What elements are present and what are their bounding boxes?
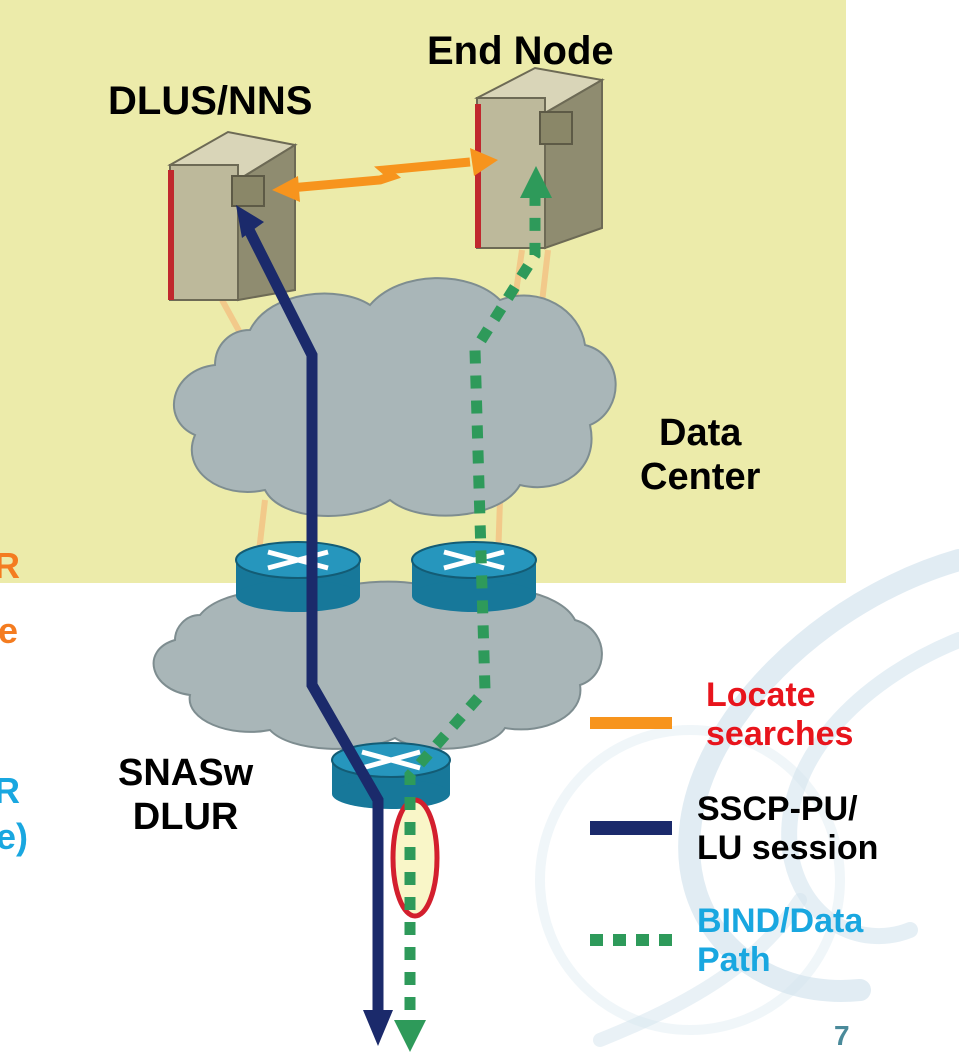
legend-sscp-label: SSCP-PU/ LU session [697, 790, 878, 868]
legend-bind-line1: BIND/Data [697, 902, 864, 940]
dlus-server-icon [167, 130, 298, 302]
legend-sscp-line1: SSCP-PU/ [697, 790, 858, 828]
dlus-nns-label: DLUS/NNS [108, 79, 313, 123]
datacenter-cloud-icon [172, 277, 617, 517]
legend-locate-label: Locate searches [706, 676, 853, 754]
bind-data-path [394, 166, 552, 1052]
left-edge-orange-text-2: e [0, 610, 19, 651]
end-node-label: End Node [427, 29, 614, 73]
sscp-session-path [236, 205, 393, 1046]
left-edge-blue-text-1: R [0, 770, 20, 811]
legend-locate-line1: Locate [706, 676, 816, 714]
legend-bind-label: BIND/Data Path [697, 902, 863, 980]
left-edge-blue-text-2: e) [0, 816, 29, 857]
legend-sscp-line2: LU session [697, 829, 879, 868]
data-center-label-line2: Center [640, 455, 761, 498]
router-snasw-icon [331, 742, 451, 809]
locate-search-path [272, 148, 498, 202]
data-center-label-line1: Data [659, 412, 742, 454]
snasw-label-line2: DLUR [132, 795, 239, 838]
swirl-decoration [535, 549, 959, 1047]
router-right-icon [411, 541, 537, 612]
router-left-icon [235, 541, 361, 612]
legend-bind-line2: Path [697, 941, 771, 980]
legend-locate-line2: searches [706, 715, 854, 754]
snasw-dlur-label: SNASw DLUR [118, 752, 253, 839]
snasw-label-line1: SNASw [118, 752, 254, 794]
page-number: 7 [834, 1020, 850, 1051]
wan-cloud-icon [152, 580, 603, 750]
data-center-label: Data Center [640, 412, 760, 499]
left-edge-orange-text-1: R [0, 545, 20, 586]
